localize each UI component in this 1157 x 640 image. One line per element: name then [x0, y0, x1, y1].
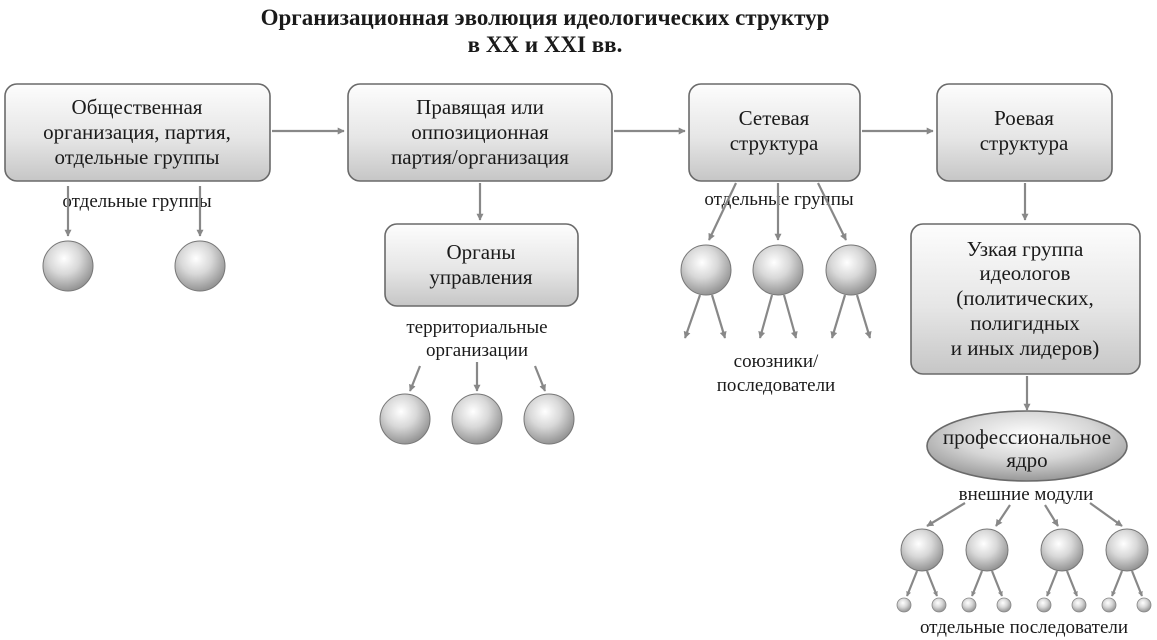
group-node: [174, 240, 226, 292]
box-public-organization-line2: организация, партия,: [43, 120, 231, 144]
box-public-organization-line3: отдельные группы: [54, 145, 219, 169]
module-node: [965, 528, 1009, 572]
core-line1: профессиональное: [943, 425, 1111, 449]
box-ruling-party-line3: партия/организация: [391, 145, 569, 169]
label-territorial-line2: организации: [426, 340, 528, 361]
arrow-ally: [683, 294, 702, 339]
box-governance-bodies: Органы управления: [384, 223, 579, 307]
box-public-organization-line1: Общественная: [72, 95, 203, 119]
box-ideologists-line2: идеологов: [980, 261, 1071, 285]
module-node: [900, 528, 944, 572]
box-swarm-structure-line2: структура: [980, 131, 1069, 155]
arrow-module-3: [1044, 504, 1059, 527]
box-ideologists-line3: (политических,: [956, 286, 1094, 310]
group-node: [42, 240, 94, 292]
box-ideologists-line5: и иных лидеров): [951, 336, 1099, 360]
follower-arrows: [905, 570, 1144, 597]
box-network-structure-line2: структура: [730, 131, 819, 155]
label-allies-line2: последователи: [717, 375, 835, 396]
arrow-ally: [710, 294, 727, 339]
module-node: [1040, 528, 1084, 572]
core-line2: ядро: [1006, 448, 1047, 472]
territorial-node: [379, 393, 431, 445]
territorial-node: [523, 393, 575, 445]
box-ruling-party-line2: оппозиционная: [411, 120, 549, 144]
network-group-node: [680, 244, 732, 296]
label-separate-groups-2: отдельные группы: [704, 189, 854, 210]
arrow-network-group-3: [817, 182, 847, 241]
arrow-network-group-1: [708, 182, 737, 241]
label-external-modules: внешние модули: [959, 484, 1094, 505]
box-swarm-structure-line1: Роевая: [994, 106, 1054, 130]
label-separate-followers: отдельные последователи: [920, 617, 1128, 638]
box-swarm-structure: Роевая структура: [936, 83, 1113, 182]
box-ruling-party: Правящая или оппозиционная партия/органи…: [347, 83, 613, 182]
box-ideologists-line1: Узкая группа: [967, 237, 1084, 261]
arrow-module-2: [995, 504, 1011, 527]
arrow-territorial-1: [408, 365, 422, 392]
arrow-ally: [830, 294, 847, 339]
label-separate-groups-1: отдельные группы: [62, 191, 212, 212]
module-node: [1105, 528, 1149, 572]
box-ruling-party-line1: Правящая или: [416, 95, 544, 119]
box-network-structure: Сетевая структура: [688, 83, 861, 182]
label-territorial-line1: территориальные: [406, 317, 547, 338]
arrow-ally: [782, 294, 798, 339]
arrow-ally: [855, 294, 872, 339]
box-ideologists-line4: полигидных: [970, 311, 1080, 335]
arrow-module-1: [926, 502, 966, 527]
box-ideologists-group: Узкая группа идеологов (политических, по…: [910, 223, 1141, 375]
box-network-structure-line1: Сетевая: [739, 106, 810, 130]
follower-nodes: [896, 597, 1152, 613]
label-allies-line1: союзники/: [734, 351, 819, 372]
arrow-module-4: [1089, 502, 1123, 527]
network-group-node: [825, 244, 877, 296]
box-governance-bodies-line1: Органы: [447, 240, 516, 264]
diagram-title-line2: в XX и XXI вв.: [468, 32, 623, 57]
diagram-title-line1: Организационная эволюция идеологических …: [261, 5, 830, 30]
network-group-node: [752, 244, 804, 296]
professional-core-ellipse: профессиональное ядро: [926, 410, 1128, 482]
box-governance-bodies-line2: управления: [429, 265, 532, 289]
territorial-node: [451, 393, 503, 445]
arrow-territorial-3: [533, 365, 547, 392]
box-public-organization: Общественная организация, партия, отдель…: [4, 83, 271, 182]
arrow-ally: [758, 294, 774, 339]
